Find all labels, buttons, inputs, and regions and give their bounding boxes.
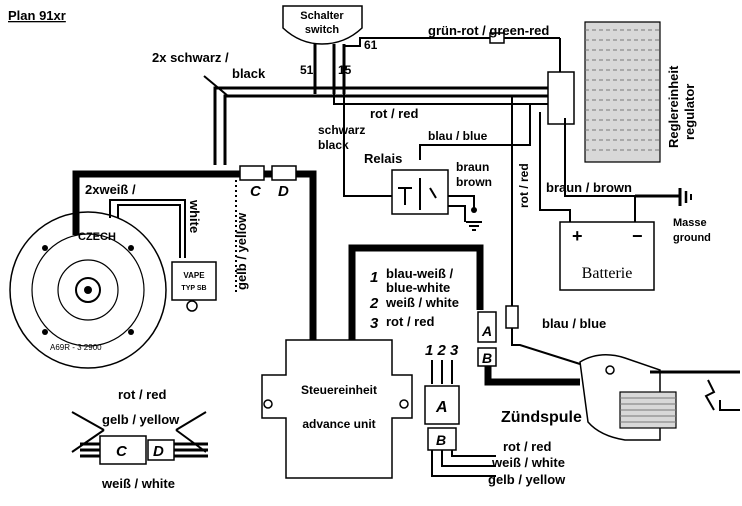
ignition-coil: Zündspule [501,354,740,441]
wire-red-battery [539,112,571,222]
legend-ab-nums: 1 2 3 [425,342,459,359]
coil-label: Zündspule [501,409,582,426]
label-brown-de: braun [456,160,489,174]
label-brown-en: brown [456,175,492,189]
legend-ab-red: rot / red [503,439,551,454]
label-red: rot / red [370,106,418,121]
legend-ab-white: weiß / white [491,455,565,470]
relay: Relais [364,151,482,231]
switch-title-en: switch [305,24,340,36]
label-green-red: grün-rot / green-red [428,23,549,38]
stator-code: A69R - 3 2900 [50,343,102,352]
switch-terminal-61: 61 [364,38,378,52]
list-item-2: weiß / white [385,295,459,310]
label-two-black-en: black [232,66,266,81]
diagram-title: Plan 91xr [8,8,66,23]
wire-brown [564,118,636,222]
harness-coil [484,366,580,386]
ground-label-de: Masse [673,217,707,229]
wire-black-1 [213,86,548,165]
relay-label: Relais [364,151,402,166]
label-two-white-de: 2xweiß / [85,182,136,197]
connector-a-label: A [481,323,492,339]
label-brown: braun / brown [546,180,632,195]
regulator-label-de: Reglereinheit [666,65,681,148]
harness-advance [348,244,484,340]
battery-minus: − [632,226,643,246]
label-black-de: schwarz [318,123,365,137]
stator: CZECH A69R - 3 2900 [9,211,167,369]
regulator: Reglereinheit regulator [547,21,697,163]
list-num-2: 2 [369,295,379,312]
connector-green-red [489,32,505,44]
wire-black-2 [223,94,548,165]
ignition-wire-list: 1 blau-weiß / blue-white 2 weiß / white … [369,266,459,332]
legend-ab-a: A [435,399,448,416]
advance-unit-label-de: Steuereinheit [301,383,377,397]
switch: Schalter switch 61 51 15 [282,5,378,94]
legend-cd-red: rot / red [118,387,166,402]
legend-cd-yellow: gelb / yellow [102,412,180,427]
legend-cd-d: D [153,443,164,460]
harness-stator [72,170,317,340]
label-black-en: black [318,138,349,152]
label-red-vertical: rot / red [517,163,531,208]
ground-symbol [678,188,692,206]
legend-ab-b: B [436,432,446,448]
list-item-3: rot / red [386,314,434,329]
wire-white-2 [117,204,181,258]
legend-cd: rot / red gelb / yellow C D weiß / white [71,387,208,491]
wire-red [333,94,548,105]
advance-unit: Steuereinheit advance unit [261,339,413,479]
connector-ab: A B [477,305,519,367]
label-blue-2: blau / blue [542,316,606,331]
label-two-white-en: white [187,199,202,233]
label-two-black-de: 2x schwarz / [152,50,229,65]
wire-white-1 [109,199,186,258]
legend-cd-c: C [116,443,128,460]
list-num-3: 3 [370,315,379,332]
advance-unit-label-en: advance unit [302,417,375,431]
legend-ab: 1 2 3 A B rot / red weiß / white gelb / … [424,342,566,487]
wire-black-switch [343,94,392,197]
battery: + − Batterie [559,221,655,291]
legend-ab-yellow: gelb / yellow [488,472,566,487]
pickup-type: TYP SB [181,285,206,292]
connector-d-label: D [278,183,289,200]
ground-label-en: ground [673,232,711,244]
connector-b-label: B [482,350,492,366]
label-yellow: gelb / yellow [234,212,249,290]
list-num-1: 1 [370,269,378,286]
label-blue: blau / blue [428,129,488,143]
connector-cd: C D [239,165,297,200]
switch-terminal-15: 15 [338,63,352,77]
wire-blue [419,104,531,160]
pickup: VAPE TYP SB [171,261,217,312]
list-item-1-de: blau-weiß / [386,266,454,281]
switch-title-de: Schalter [300,10,344,22]
connector-c-label: C [250,183,262,200]
list-item-1-en: blue-white [386,280,450,295]
legend-cd-white: weiß / white [101,476,175,491]
regulator-label-en: regulator [682,84,697,140]
battery-plus: + [572,226,583,246]
battery-label: Batterie [582,265,633,282]
wire-green-red [344,37,560,47]
pickup-brand: VAPE [183,271,205,280]
stator-brand: CZECH [78,231,116,243]
switch-terminal-51: 51 [300,63,314,77]
